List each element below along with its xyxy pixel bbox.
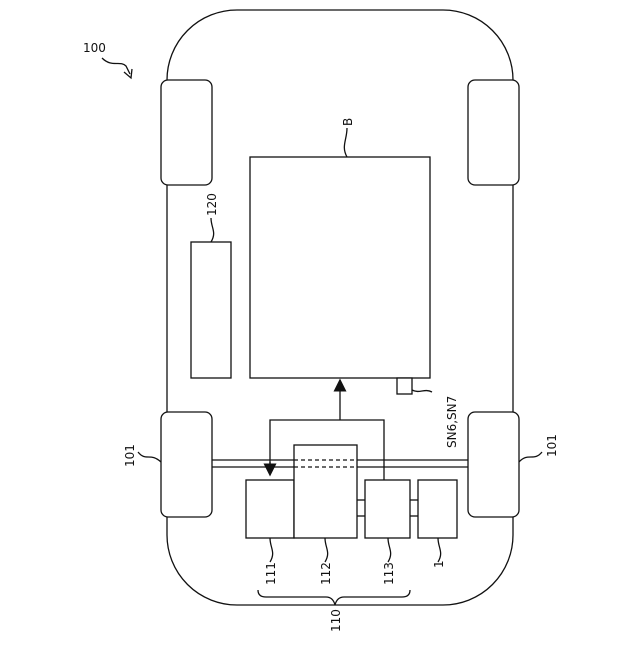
label-group-110: 110 (329, 609, 343, 632)
label-wheel-left-101: 101 (123, 444, 137, 467)
label-component-1: 1 (432, 560, 446, 568)
leader-112 (325, 538, 328, 562)
wheel-rear-right (468, 412, 519, 517)
leader-111 (270, 538, 273, 562)
label-component-113: 113 (382, 562, 396, 585)
component-113 (365, 480, 410, 538)
label-battery-b: B (341, 118, 355, 126)
label-sensors: SN6,SN7 (445, 396, 459, 448)
sensor-box (397, 378, 412, 394)
leader-sensor (412, 390, 432, 392)
component-1 (418, 480, 457, 538)
label-vehicle-100: 100 (83, 41, 106, 55)
leader-101-left (138, 452, 161, 462)
leader-1 (438, 538, 441, 562)
label-component-111: 111 (264, 562, 278, 585)
leader-101-right (519, 452, 542, 462)
leader-120 (211, 218, 214, 242)
leader-113 (388, 538, 391, 562)
component-111 (246, 480, 294, 538)
group-brace (258, 590, 410, 605)
wheel-front-right (468, 80, 519, 185)
label-component-112: 112 (319, 562, 333, 585)
wheel-rear-left (161, 412, 212, 517)
label-wheel-right-101: 101 (545, 434, 559, 457)
leader-battery (344, 128, 347, 157)
component-112 (294, 445, 357, 538)
battery-box (250, 157, 430, 378)
wheel-front-left (161, 80, 212, 185)
leader-100 (102, 58, 130, 74)
unit-120-box (191, 242, 231, 378)
label-unit-120: 120 (205, 193, 219, 216)
